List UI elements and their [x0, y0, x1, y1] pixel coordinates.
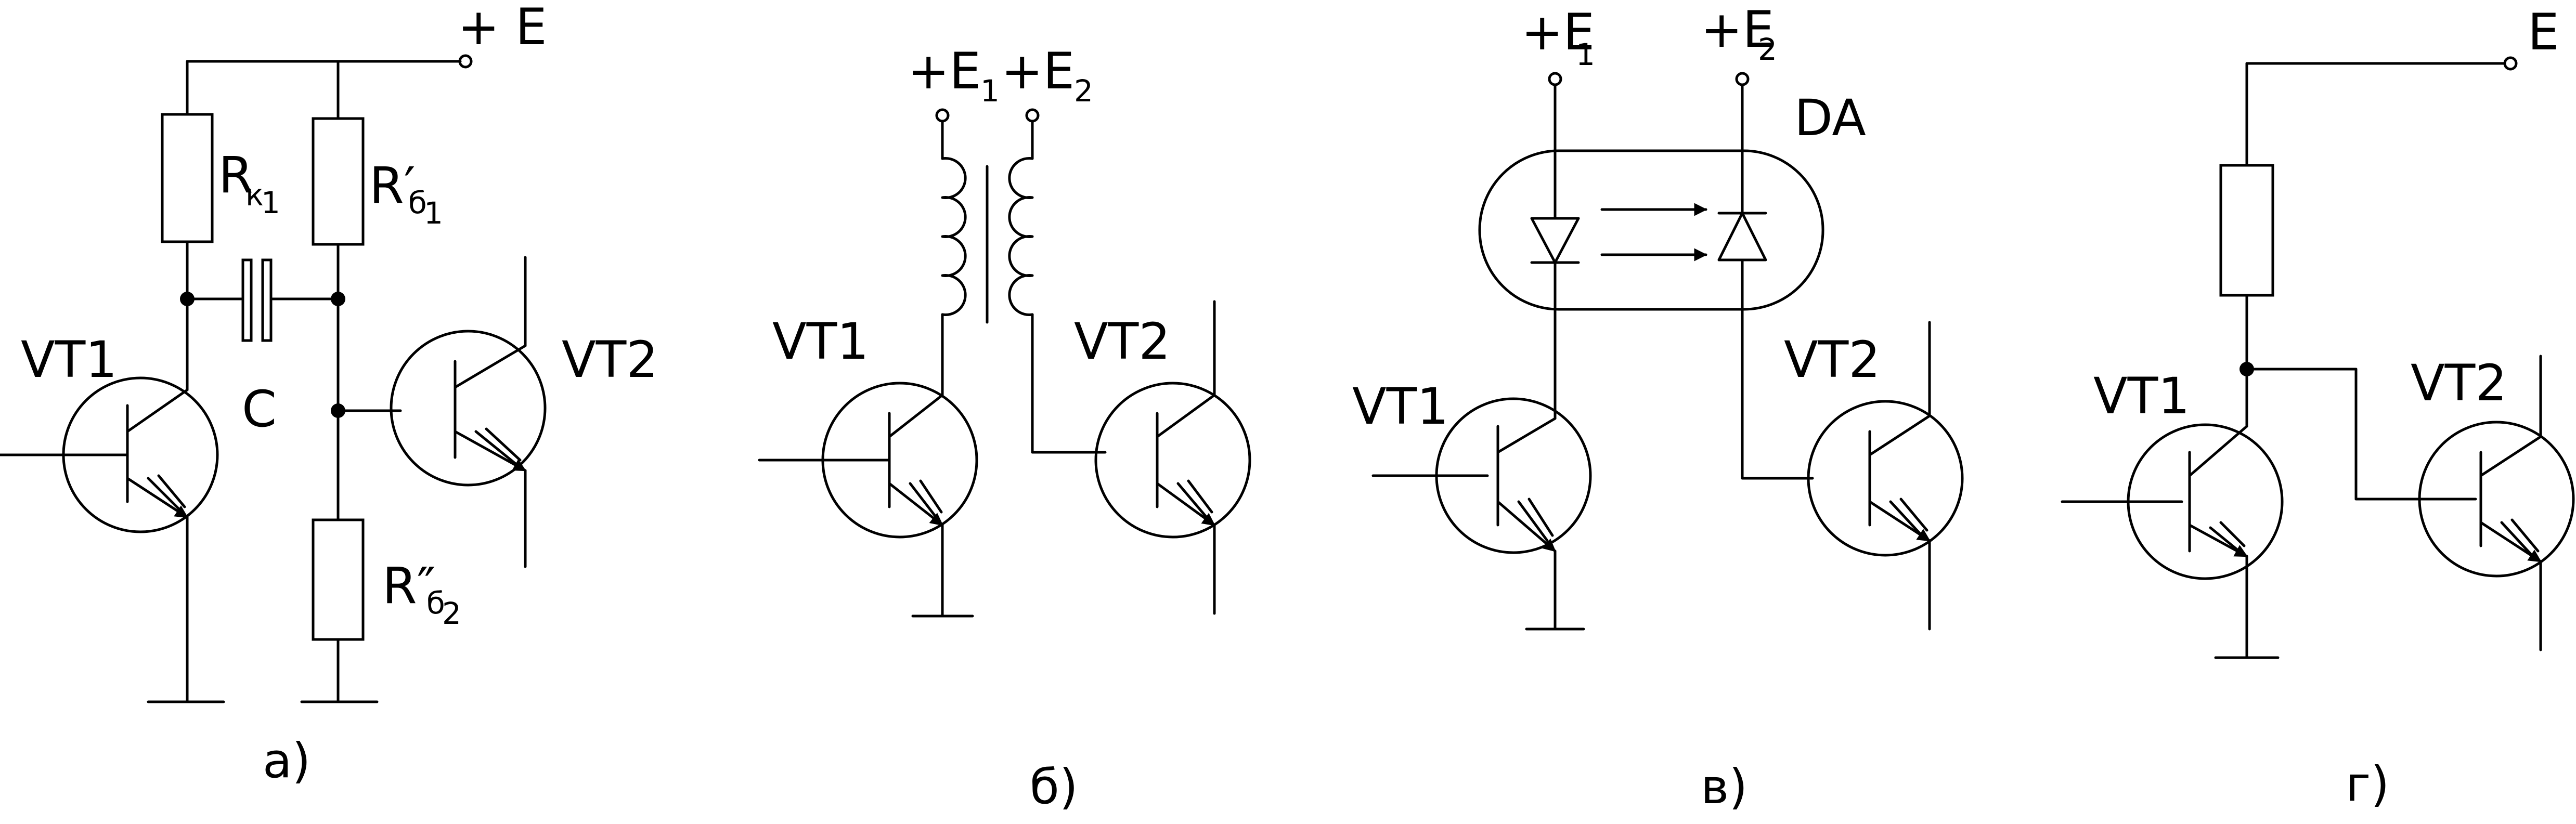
svg-text:+E: +E — [1521, 3, 1595, 61]
vt1-label: VT1 — [772, 312, 869, 371]
panel-v-caption: в) — [1701, 759, 1747, 815]
rb2-label: R″ б 2 — [382, 557, 461, 631]
panel-g-caption: г) — [2346, 756, 2389, 812]
e2-terminal — [1025, 108, 1040, 123]
panel-v: +E 1 +E 2 DA VT1 VT2 в) — [1352, 1, 1964, 815]
e2-label: +E 2 — [1701, 1, 1777, 67]
svg-text:R: R — [218, 146, 253, 204]
capacitor-c — [241, 258, 273, 342]
e1-terminal — [935, 108, 950, 123]
optocoupler-label: DA — [1794, 89, 1866, 147]
vt1-label: VT1 — [21, 331, 117, 389]
supply-label: + E — [458, 0, 547, 56]
svg-text:1: 1 — [261, 185, 280, 220]
svg-text:2: 2 — [1074, 73, 1093, 109]
vt2-label: VT2 — [2411, 354, 2507, 412]
panel-a: + E R к 1 R′ б 1 R″ б 2 C VT1 VT2 а) — [0, 0, 658, 789]
svg-text:к: к — [245, 177, 264, 213]
junction-dot — [331, 292, 345, 306]
e2-label: +E 2 — [1001, 42, 1093, 109]
transistor-vt1 — [1435, 397, 1592, 554]
panel-a-wiring — [0, 60, 527, 703]
junction-dot — [331, 403, 345, 418]
vt2-label: VT2 — [1074, 312, 1170, 371]
led-diode — [1530, 217, 1580, 264]
supply-label: E — [2528, 3, 2559, 61]
rb1-label: R′ б 1 — [369, 156, 443, 231]
e1-terminal — [1548, 72, 1562, 86]
svg-text:R′: R′ — [369, 156, 416, 215]
supply-terminal — [2503, 56, 2518, 71]
resistor-rb2 — [312, 518, 365, 641]
panel-a-caption: а) — [263, 733, 310, 789]
svg-text:+E: +E — [1701, 1, 1774, 59]
panel-g-wiring — [2061, 62, 2542, 659]
e2-terminal — [1735, 72, 1750, 86]
vt2-label: VT2 — [1784, 331, 1880, 389]
svg-text:+E: +E — [1001, 42, 1075, 100]
svg-text:+E: +E — [908, 42, 981, 100]
e1-label: +E 1 — [1521, 3, 1595, 72]
transistor-vt1 — [2127, 423, 2284, 580]
transistor-vt2 — [390, 330, 547, 487]
junction-dot — [2240, 362, 2254, 376]
photodiode — [1717, 212, 1767, 261]
vt2-label: VT2 — [562, 331, 658, 389]
resistor-rb1 — [312, 117, 365, 246]
transistor-vt1 — [62, 376, 219, 533]
e1-label: +E 1 — [908, 42, 1000, 109]
supply-terminal — [458, 54, 473, 69]
panel-b-wiring — [758, 120, 1216, 618]
rk1-label: R к 1 — [218, 146, 280, 220]
transistor-vt1 — [821, 382, 978, 539]
svg-text:1: 1 — [980, 73, 1000, 109]
svg-text:б: б — [408, 185, 427, 220]
junction-dot — [180, 292, 195, 306]
resistor-rk1 — [161, 113, 214, 243]
svg-text:б: б — [426, 585, 445, 621]
panel-g: E VT1 VT2 г) — [2061, 3, 2575, 812]
svg-text:1: 1 — [1576, 37, 1595, 72]
svg-text:1: 1 — [424, 195, 443, 231]
capacitor-label: C — [242, 380, 277, 438]
svg-text:2: 2 — [1758, 32, 1777, 67]
transformer-primary-coil — [941, 157, 967, 316]
transistor-vt2 — [1807, 400, 1964, 557]
panel-b: +E 1 +E 2 VT1 VT2 б) — [758, 42, 1251, 815]
transistor-vt2 — [2418, 421, 2575, 578]
svg-text:R″: R″ — [382, 557, 436, 615]
optocoupler-da — [1478, 149, 1824, 311]
svg-text:2: 2 — [442, 596, 461, 631]
resistor — [2219, 164, 2274, 297]
transistor-vt2 — [1094, 382, 1251, 539]
panel-b-caption: б) — [1030, 759, 1078, 815]
vt1-label: VT1 — [1352, 377, 1448, 436]
transformer-secondary-coil — [1008, 157, 1034, 316]
vt1-label: VT1 — [2093, 367, 2190, 425]
